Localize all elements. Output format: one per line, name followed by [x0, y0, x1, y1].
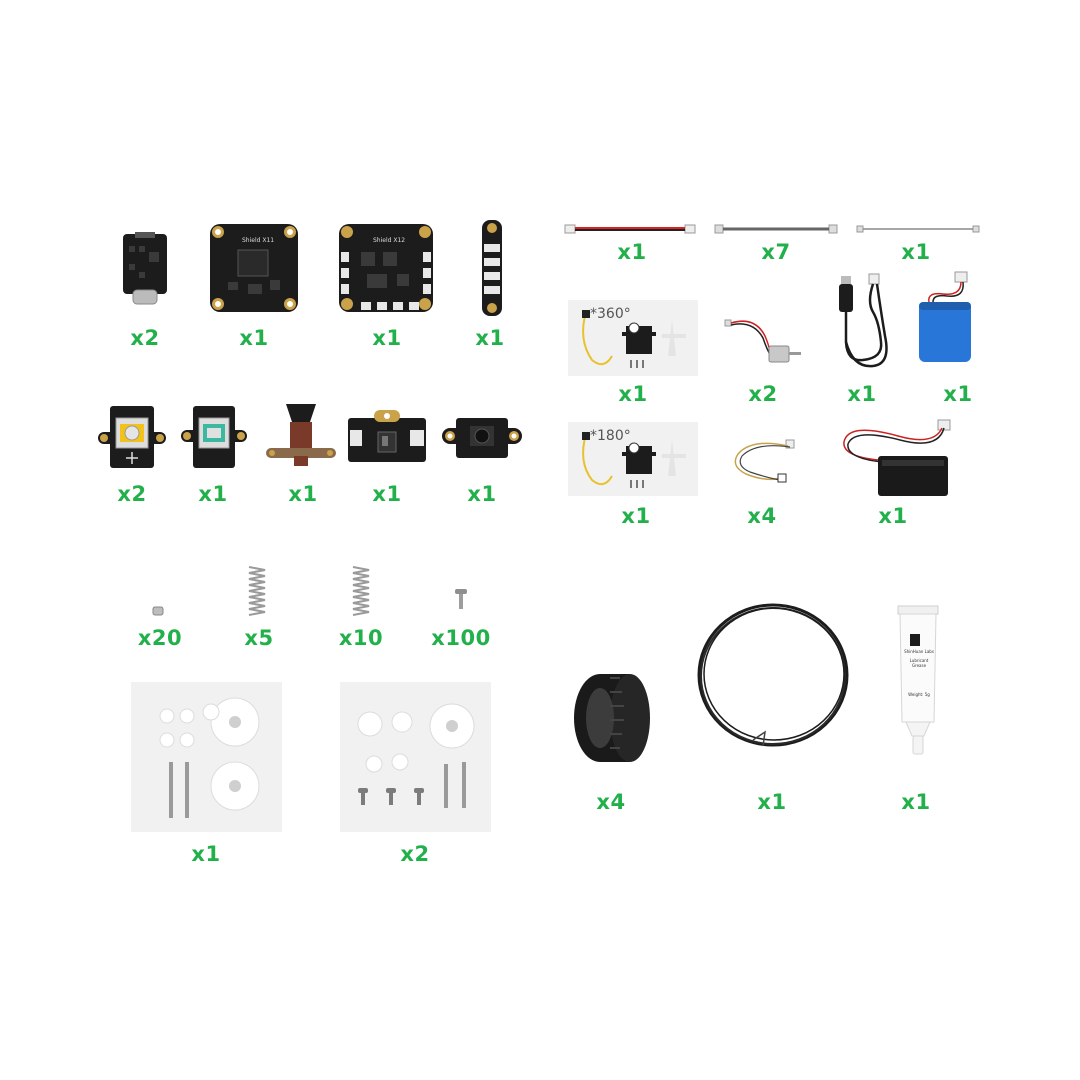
qty-servo-360: x1	[618, 382, 648, 406]
mcu-board	[115, 232, 175, 312]
shield-x11-board: Shield X11	[208, 222, 300, 314]
qty-grey-cable: x7	[761, 240, 791, 264]
shield-x11-label: Shield X11	[242, 237, 274, 244]
spring-small	[246, 564, 268, 618]
nut	[152, 606, 164, 616]
qty-thin-cable: x1	[901, 240, 931, 264]
qty-push-button: x1	[467, 482, 497, 506]
qty-led-wire: x4	[747, 504, 777, 528]
shield-x12-label: Shield X12	[373, 237, 405, 244]
grey-cable	[714, 223, 838, 235]
qty-screws: x100	[431, 626, 491, 650]
qty-battery: x1	[943, 382, 973, 406]
led-wire	[732, 438, 796, 486]
qty-spring-small: x5	[244, 626, 274, 650]
tire	[570, 670, 654, 766]
slide-switch-module	[344, 408, 430, 464]
grease-name-label: Lubricant Grease	[909, 658, 929, 668]
qty-servo-180: x1	[621, 504, 651, 528]
toggle-switch-module	[264, 400, 338, 468]
servo-360-label: *360°	[590, 306, 631, 322]
qty-usb-charger: x1	[847, 382, 877, 406]
qty-shield-x11: x1	[239, 326, 269, 350]
joystick-module-yellow	[98, 404, 166, 470]
qty-joystick-yellow: x2	[117, 482, 147, 506]
qty-dc-motor: x2	[748, 382, 778, 406]
servo-360-card: *360°	[568, 300, 698, 376]
qty-tire: x4	[596, 790, 626, 814]
qty-gear-set-1: x1	[191, 842, 221, 866]
qty-joystick-green: x1	[198, 482, 228, 506]
gear-set-1-card	[131, 682, 282, 832]
qty-gear-set-2: x2	[400, 842, 430, 866]
red-black-cable	[564, 222, 696, 236]
qty-led-strip: x1	[475, 326, 505, 350]
qty-nuts: x20	[137, 626, 183, 650]
battery-box	[838, 416, 954, 498]
grease-brand-label: ShinHuan Labs	[904, 649, 934, 654]
qty-battery-box: x1	[878, 504, 908, 528]
qty-grease: x1	[901, 790, 931, 814]
usb-charger-cable	[833, 272, 895, 372]
battery-pack	[917, 271, 975, 364]
qty-slide-switch: x1	[372, 482, 402, 506]
lubricant-grease-tube: ShinHuan Labs Lubricant Grease Weight: 5…	[896, 604, 940, 756]
dc-motor	[724, 316, 807, 364]
screw	[454, 588, 468, 610]
shield-x12-board: Shield X12	[337, 222, 435, 314]
qty-spring-large: x10	[338, 626, 384, 650]
servo-180-card: *180°	[568, 422, 698, 496]
joystick-module-green	[181, 404, 247, 470]
servo-180-label: *180°	[590, 428, 631, 444]
qty-wire-coil: x1	[757, 790, 787, 814]
thin-cable	[856, 224, 980, 234]
qty-shield-x12: x1	[372, 326, 402, 350]
gear-set-2-card	[340, 682, 491, 832]
spring-large	[350, 564, 372, 618]
grease-weight-label: Weight: 5g	[908, 692, 930, 697]
qty-toggle-switch: x1	[288, 482, 318, 506]
qty-mcu-board: x2	[130, 326, 160, 350]
qty-red-cable: x1	[617, 240, 647, 264]
led-strip-module	[480, 218, 504, 318]
push-button-module	[442, 414, 522, 462]
wire-coil	[693, 600, 853, 750]
